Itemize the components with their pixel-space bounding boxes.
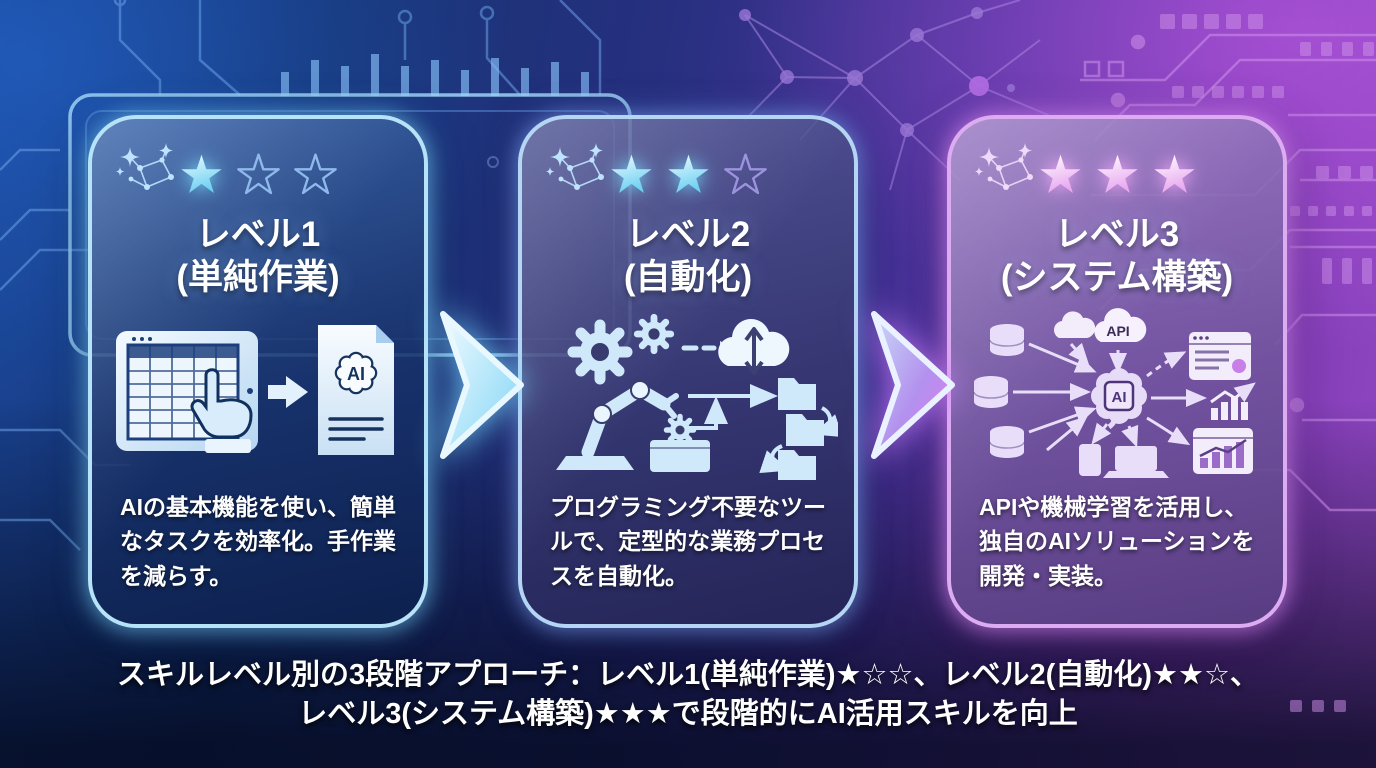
star-filled-icon <box>1153 154 1195 193</box>
card-description: プログラミング不要なツールで、定型的な業務プロセスを自動化。 <box>550 493 826 589</box>
card-title: レベル2 (自動化) <box>522 213 854 300</box>
gear-icon <box>567 313 675 385</box>
bar-chart-icon <box>1210 382 1256 420</box>
ai-document-icon: AI <box>318 324 394 455</box>
star-rating <box>92 151 424 197</box>
star-outline-icon <box>723 153 767 195</box>
ai-label: AI <box>1112 389 1127 406</box>
smartphone-icon <box>1079 443 1101 476</box>
card-title: レベル1 (単純作業) <box>92 213 424 300</box>
star-outline-icon <box>293 153 337 195</box>
card-description: APIや機械学習を活用し、独自のAIソリューションを開発・実装。 <box>979 493 1255 589</box>
star-outline-icon <box>236 153 280 195</box>
ai-label: AI <box>347 364 365 384</box>
automation-workflow-icon <box>556 313 838 480</box>
flow-arrow-1-icon <box>440 311 524 459</box>
card-title: レベル3 (システム構築) <box>951 213 1283 300</box>
level-1-card: レベル1 (単純作業) <box>88 115 428 628</box>
category-label: (単純作業) <box>176 258 340 298</box>
category-label: (自動化) <box>623 258 753 298</box>
card-description: AIの基本機能を使い、簡単なタスクを効率化。手作業を減らす。 <box>120 493 396 589</box>
arrow-right-icon <box>268 375 308 408</box>
browser-window-icon <box>1189 331 1251 380</box>
database-icon <box>973 323 1025 458</box>
bottom-caption: スキルレベル別の3段階アプローチ：レベル1(単純作業)★☆☆、レベル2(自動化)… <box>0 656 1376 734</box>
cloud-icon <box>1054 311 1096 338</box>
level-2-card: レベル2 (自動化) <box>518 115 858 628</box>
folders-workflow-icon <box>688 377 838 480</box>
cloud-upload-icon <box>718 318 790 375</box>
level-label: レベル2 <box>625 215 751 254</box>
star-rating <box>951 151 1283 197</box>
machine-box-icon <box>650 413 710 472</box>
level-1-illustration: AI <box>92 308 424 480</box>
caption-line-2: レベル3(システム構築)★★★で段階的にAI活用スキルを向上 <box>298 697 1078 730</box>
ai-brain-chip-icon: AI <box>1091 367 1147 429</box>
star-rating <box>522 151 854 197</box>
flow-arrow-2-icon <box>871 311 955 459</box>
star-filled-icon <box>1096 154 1138 193</box>
level-label: レベル1 <box>195 215 321 254</box>
tablet-to-ai-document-icon: AI <box>116 324 394 455</box>
ai-system-network-icon: API AI <box>973 307 1256 478</box>
category-label: (システム構築) <box>1000 258 1234 298</box>
laptop-icon <box>1103 445 1169 478</box>
star-filled-icon <box>180 154 222 193</box>
level-3-card: レベル3 (システム構築) API AI <box>947 115 1287 628</box>
level-2-illustration <box>522 308 854 480</box>
api-cloud-icon: API <box>1094 307 1147 342</box>
chip-pins <box>281 54 589 96</box>
star-filled-icon <box>610 154 652 193</box>
level-label: レベル3 <box>1054 215 1180 254</box>
chart-window-icon <box>1193 427 1253 474</box>
caption-line-1: スキルレベル別の3段階アプローチ：レベル1(単純作業)★☆☆、レベル2(自動化)… <box>116 659 1259 691</box>
star-filled-icon <box>667 154 709 193</box>
star-filled-icon <box>1039 154 1081 193</box>
api-label: API <box>1106 323 1129 339</box>
level-3-illustration: API AI <box>951 307 1283 480</box>
